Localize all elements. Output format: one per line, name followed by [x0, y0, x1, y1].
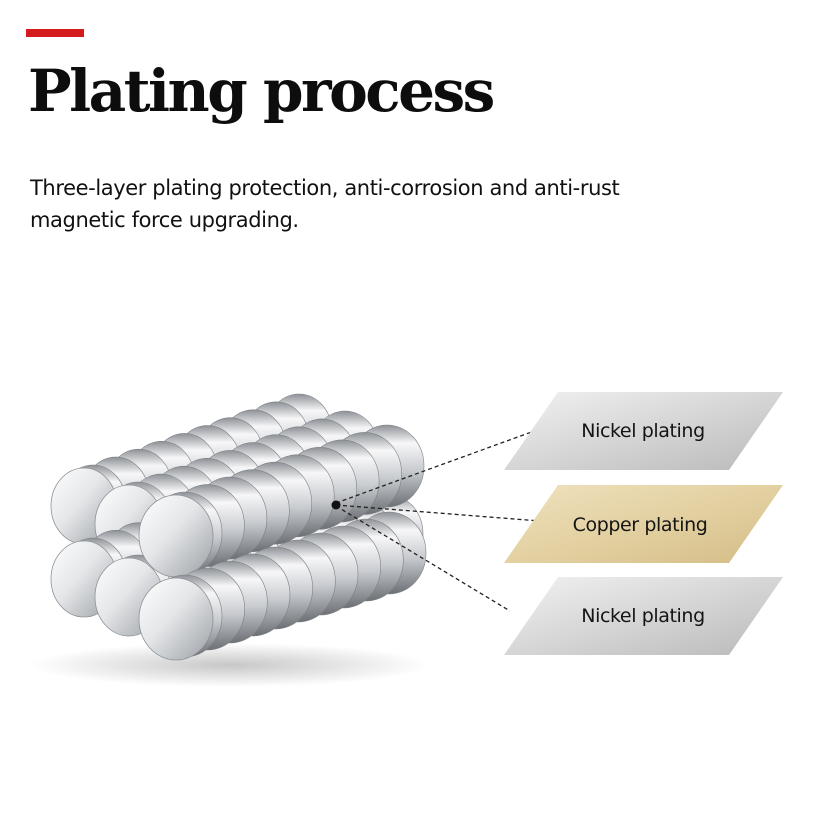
- layer-label-copper: Copper plating: [504, 485, 783, 563]
- accent-bar: [26, 29, 84, 37]
- pointer-line-nickel-bottom: [335, 505, 511, 612]
- layer-label-text: Nickel plating: [581, 605, 705, 627]
- magnet-row: [138, 511, 427, 661]
- layer-tile-copper: [504, 485, 783, 563]
- pointer-lines: [335, 425, 549, 612]
- description-text: Three-layer plating protection, anti-cor…: [30, 172, 810, 236]
- pointer-line-copper: [335, 504, 541, 522]
- layer-label-nickel-top: Nickel plating: [504, 392, 783, 470]
- page-title: Plating process: [28, 57, 495, 125]
- description-line-1: Three-layer plating protection, anti-cor…: [30, 176, 620, 200]
- magnet-disc-face: [138, 494, 214, 578]
- layer-label-text: Copper plating: [573, 514, 708, 536]
- layer-label-nickel-bottom: Nickel plating: [504, 577, 783, 655]
- magnet-shadow: [30, 643, 430, 687]
- description-line-2: magnetic force upgrading.: [30, 208, 299, 232]
- pointer-line-nickel-top: [335, 425, 549, 504]
- pointer-origin-dot: [331, 500, 341, 510]
- layer-tile-nickel-bottom: [504, 577, 783, 655]
- stacked-disc-magnets-icon: [50, 393, 427, 661]
- layer-label-text: Nickel plating: [581, 420, 705, 442]
- magnet-disc-face: [138, 577, 214, 661]
- magnet-row: [138, 424, 425, 578]
- layer-tile-nickel-top: [504, 392, 783, 470]
